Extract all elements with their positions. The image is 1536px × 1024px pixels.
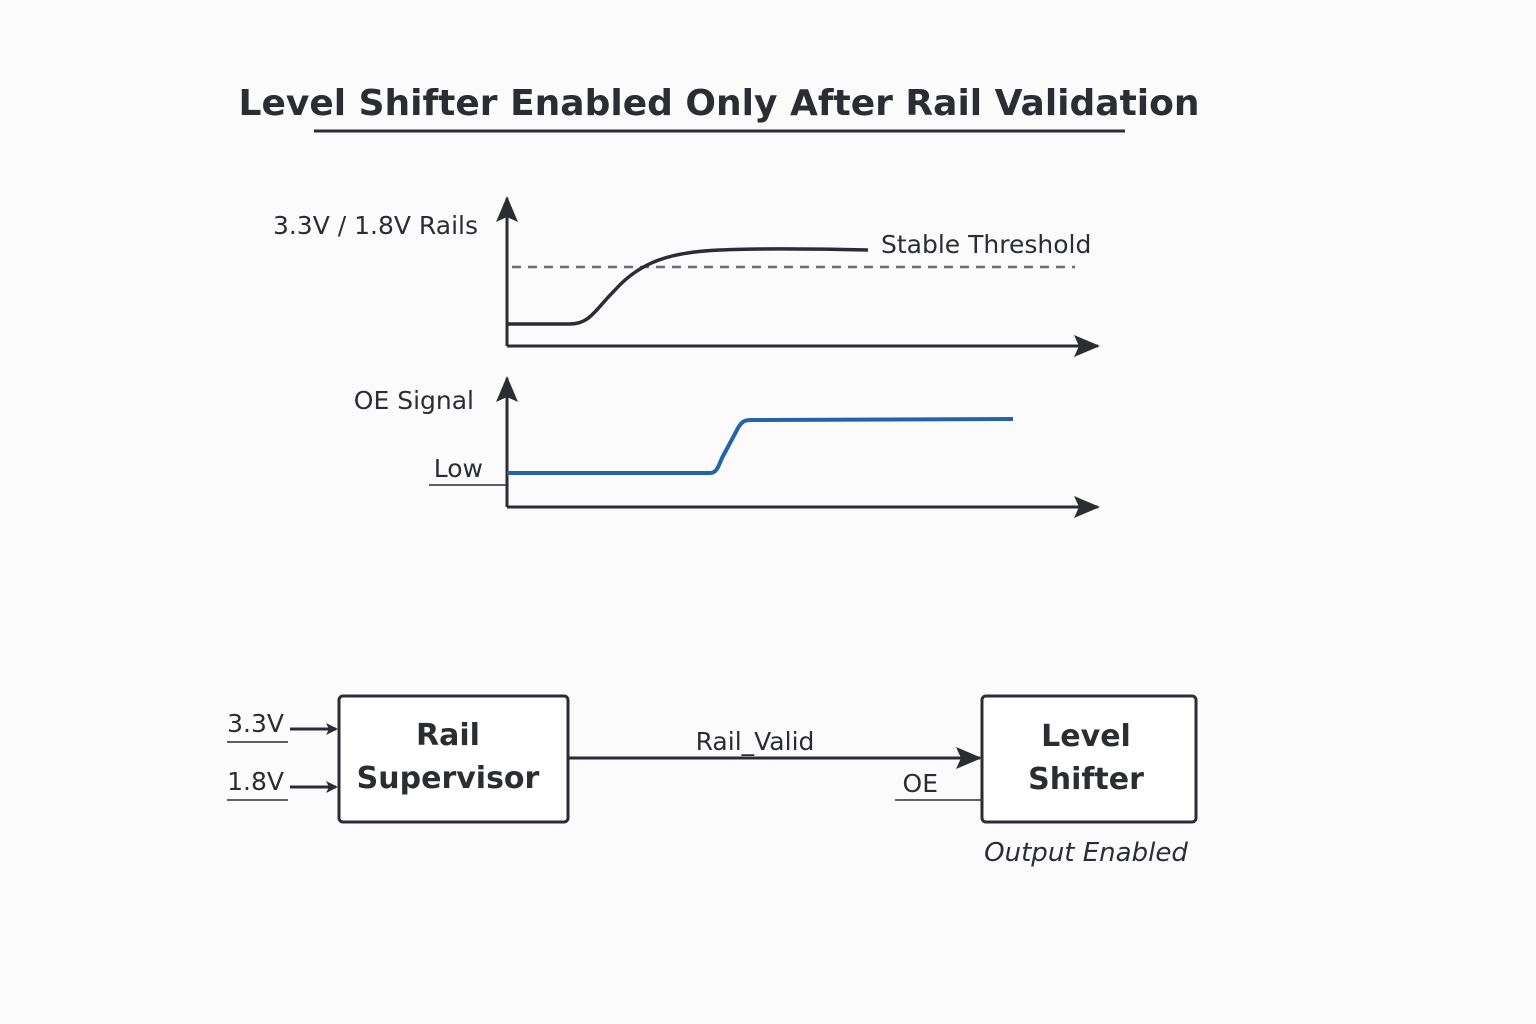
input-label-3v3: 3.3V (227, 709, 284, 738)
oe-axis-label: OE Signal (354, 386, 474, 415)
oe-low-label: Low (434, 454, 483, 483)
level-shifter-line1: Level (1041, 719, 1131, 754)
rails-timing-graph: 3.3V / 1.8V Rails Stable Threshold (273, 196, 1100, 357)
level-shifter-line2: Shifter (1028, 762, 1144, 797)
rail-supervisor-line2: Supervisor (357, 761, 540, 796)
rails-axis-label: 3.3V / 1.8V Rails (273, 211, 478, 240)
rail-voltage-trace (507, 247, 869, 326)
oe-timing-graph: OE Signal Low (354, 376, 1100, 518)
oe-pin-label: OE (903, 769, 938, 798)
rail-supervisor-block (337, 694, 570, 824)
rail-valid-label: Rail_Valid (696, 727, 815, 756)
level-shifter-block (980, 694, 1198, 824)
rail-supervisor-line1: Rail (416, 718, 480, 753)
block-diagram: 3.3V 1.8V Rail Supervisor Rail_Valid OE … (227, 694, 1198, 868)
input-label-1v8: 1.8V (227, 767, 284, 796)
page-title: Level Shifter Enabled Only After Rail Va… (239, 83, 1200, 124)
oe-signal-trace (507, 417, 1014, 475)
output-enabled-label: Output Enabled (984, 838, 1188, 868)
stable-threshold-label: Stable Threshold (881, 230, 1091, 259)
